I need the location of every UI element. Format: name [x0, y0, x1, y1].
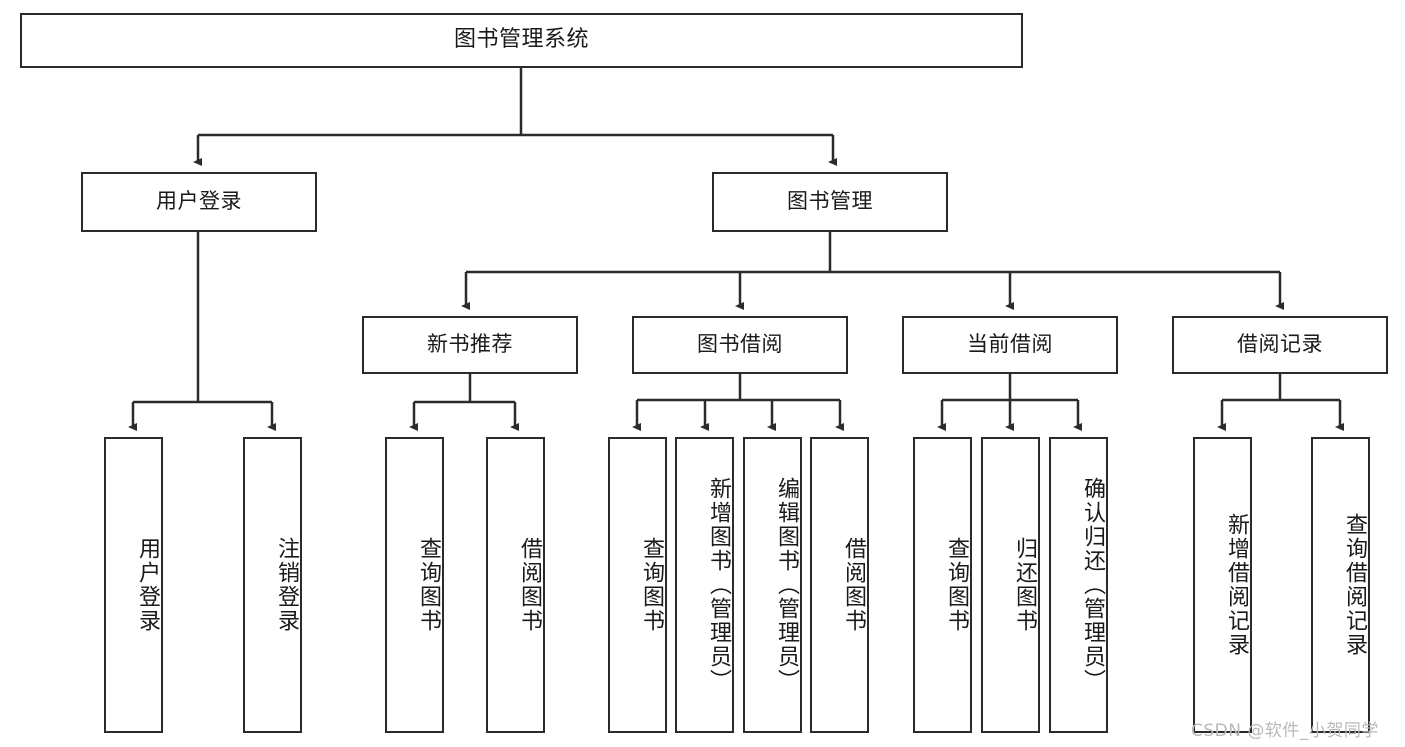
- node-leaf-add-record[interactable]: 新增借阅记录: [1193, 437, 1252, 733]
- node-leaf-query-record-label: 查询借阅记录: [1342, 513, 1367, 657]
- node-borrow-record-label: 借阅记录: [1237, 332, 1323, 357]
- node-book-borrow-label: 图书借阅: [697, 332, 783, 357]
- node-leaf-user-login[interactable]: 用户登录: [104, 437, 163, 733]
- node-leaf-confirm-return[interactable]: 确认归还（管理员）: [1049, 437, 1108, 733]
- node-leaf-user-logout-label: 注销登录: [274, 537, 299, 633]
- node-leaf-edit-book[interactable]: 编辑图书（管理员）: [743, 437, 802, 733]
- node-leaf-query-book-1-label: 查询图书: [416, 537, 441, 633]
- node-leaf-borrow-book-1[interactable]: 借阅图书: [486, 437, 545, 733]
- node-borrow-record[interactable]: 借阅记录: [1172, 316, 1388, 374]
- node-leaf-confirm-return-label: 确认归还（管理员）: [1080, 477, 1105, 693]
- node-book-manage[interactable]: 图书管理: [712, 172, 948, 232]
- node-root-label: 图书管理系统: [453, 27, 589, 53]
- node-leaf-add-record-label: 新增借阅记录: [1224, 513, 1249, 657]
- node-new-book-rec-label: 新书推荐: [427, 332, 513, 357]
- node-leaf-add-book-label: 新增图书（管理员）: [706, 477, 731, 693]
- node-leaf-query-book-3-label: 查询图书: [944, 537, 969, 633]
- node-current-borrow[interactable]: 当前借阅: [902, 316, 1118, 374]
- node-leaf-add-book[interactable]: 新增图书（管理员）: [675, 437, 734, 733]
- node-new-book-rec[interactable]: 新书推荐: [362, 316, 578, 374]
- node-leaf-edit-book-label: 编辑图书（管理员）: [774, 477, 799, 693]
- node-book-borrow[interactable]: 图书借阅: [632, 316, 848, 374]
- node-leaf-query-book-2[interactable]: 查询图书: [608, 437, 667, 733]
- node-leaf-query-book-3[interactable]: 查询图书: [913, 437, 972, 733]
- node-leaf-return-book-label: 归还图书: [1012, 537, 1037, 633]
- node-leaf-return-book[interactable]: 归还图书: [981, 437, 1040, 733]
- node-leaf-query-record[interactable]: 查询借阅记录: [1311, 437, 1370, 733]
- node-leaf-query-book-2-label: 查询图书: [639, 537, 664, 633]
- node-current-borrow-label: 当前借阅: [967, 332, 1053, 357]
- node-user-login[interactable]: 用户登录: [81, 172, 317, 232]
- node-leaf-query-book-1[interactable]: 查询图书: [385, 437, 444, 733]
- node-leaf-borrow-book-2-label: 借阅图书: [841, 537, 866, 633]
- node-leaf-borrow-book-2[interactable]: 借阅图书: [810, 437, 869, 733]
- node-leaf-user-logout[interactable]: 注销登录: [243, 437, 302, 733]
- watermark: CSDN @软件_小贺同学: [1191, 721, 1379, 741]
- node-user-login-label: 用户登录: [156, 189, 242, 214]
- node-leaf-borrow-book-1-label: 借阅图书: [517, 537, 542, 633]
- node-root[interactable]: 图书管理系统: [20, 13, 1023, 68]
- node-book-manage-label: 图书管理: [787, 189, 873, 214]
- node-leaf-user-login-label: 用户登录: [135, 537, 160, 633]
